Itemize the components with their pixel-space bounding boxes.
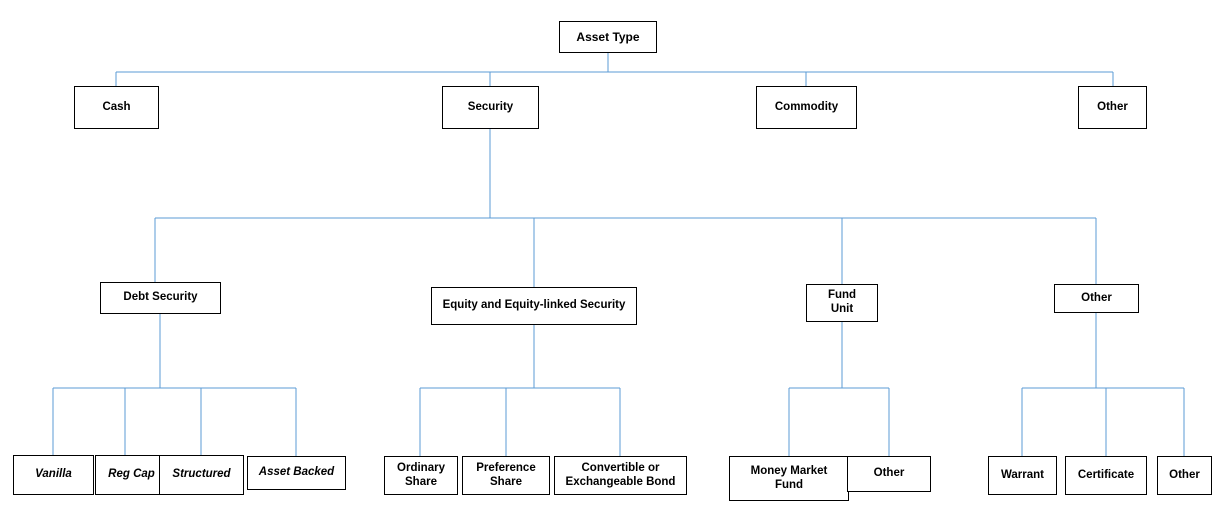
- node-cash-label: Cash: [102, 100, 131, 113]
- node-security-label: Security: [467, 100, 514, 113]
- node-debt-security[interactable]: Debt Security: [100, 282, 221, 314]
- node-structured-label: Structured: [172, 468, 231, 481]
- node-fund-unit[interactable]: Fund Unit: [806, 284, 878, 322]
- node-ordinary-share[interactable]: Ordinary Share: [384, 456, 458, 495]
- node-other-level3[interactable]: Other: [1054, 284, 1139, 313]
- node-vanilla-label: Vanilla: [35, 468, 72, 481]
- node-cash[interactable]: Cash: [74, 86, 159, 129]
- node-convertible-or-exchangeable-bond-label: Convertible or Exchangeable Bond: [565, 461, 676, 488]
- node-fund-unit-label: Fund Unit: [827, 289, 857, 315]
- node-other-level4-label: Other: [1169, 468, 1200, 481]
- node-asset-backed[interactable]: Asset Backed: [247, 456, 346, 490]
- node-reg-cap[interactable]: Reg Cap: [95, 455, 168, 495]
- node-asset-type[interactable]: Asset Type: [559, 21, 657, 53]
- node-reg-cap-label: Reg Cap: [108, 468, 155, 481]
- node-other-level2-label: Other: [1097, 100, 1128, 113]
- node-convertible-or-exchangeable-bond[interactable]: Convertible or Exchangeable Bond: [554, 456, 687, 495]
- node-certificate-label: Certificate: [1077, 468, 1135, 481]
- node-structured[interactable]: Structured: [159, 455, 244, 495]
- node-commodity[interactable]: Commodity: [756, 86, 857, 129]
- node-warrant-label: Warrant: [1000, 468, 1045, 481]
- node-certificate[interactable]: Certificate: [1065, 456, 1147, 495]
- node-other-level2[interactable]: Other: [1078, 86, 1147, 129]
- node-vanilla[interactable]: Vanilla: [13, 455, 94, 495]
- node-asset-backed-label: Asset Backed: [258, 466, 335, 479]
- node-other-fund[interactable]: Other: [847, 456, 931, 492]
- node-preference-share-label: Preference Share: [476, 461, 536, 488]
- node-other-fund-label: Other: [873, 467, 905, 480]
- node-security[interactable]: Security: [442, 86, 539, 129]
- node-preference-share[interactable]: Preference Share: [462, 456, 550, 495]
- node-debt-security-label: Debt Security: [123, 291, 198, 304]
- node-equity-and-equity-linked-security-label: Equity and Equity-linked Security: [442, 299, 626, 312]
- node-commodity-label: Commodity: [774, 100, 839, 113]
- node-money-market-fund-label: Money Market Fund: [750, 464, 828, 491]
- node-asset-type-label: Asset Type: [576, 29, 640, 44]
- node-equity-and-equity-linked-security[interactable]: Equity and Equity-linked Security: [431, 287, 637, 325]
- node-warrant[interactable]: Warrant: [988, 456, 1057, 495]
- node-other-level3-label: Other: [1081, 291, 1112, 304]
- node-ordinary-share-label: Ordinary Share: [397, 461, 445, 488]
- node-money-market-fund[interactable]: Money Market Fund: [729, 456, 849, 501]
- node-other-level4[interactable]: Other: [1157, 456, 1212, 495]
